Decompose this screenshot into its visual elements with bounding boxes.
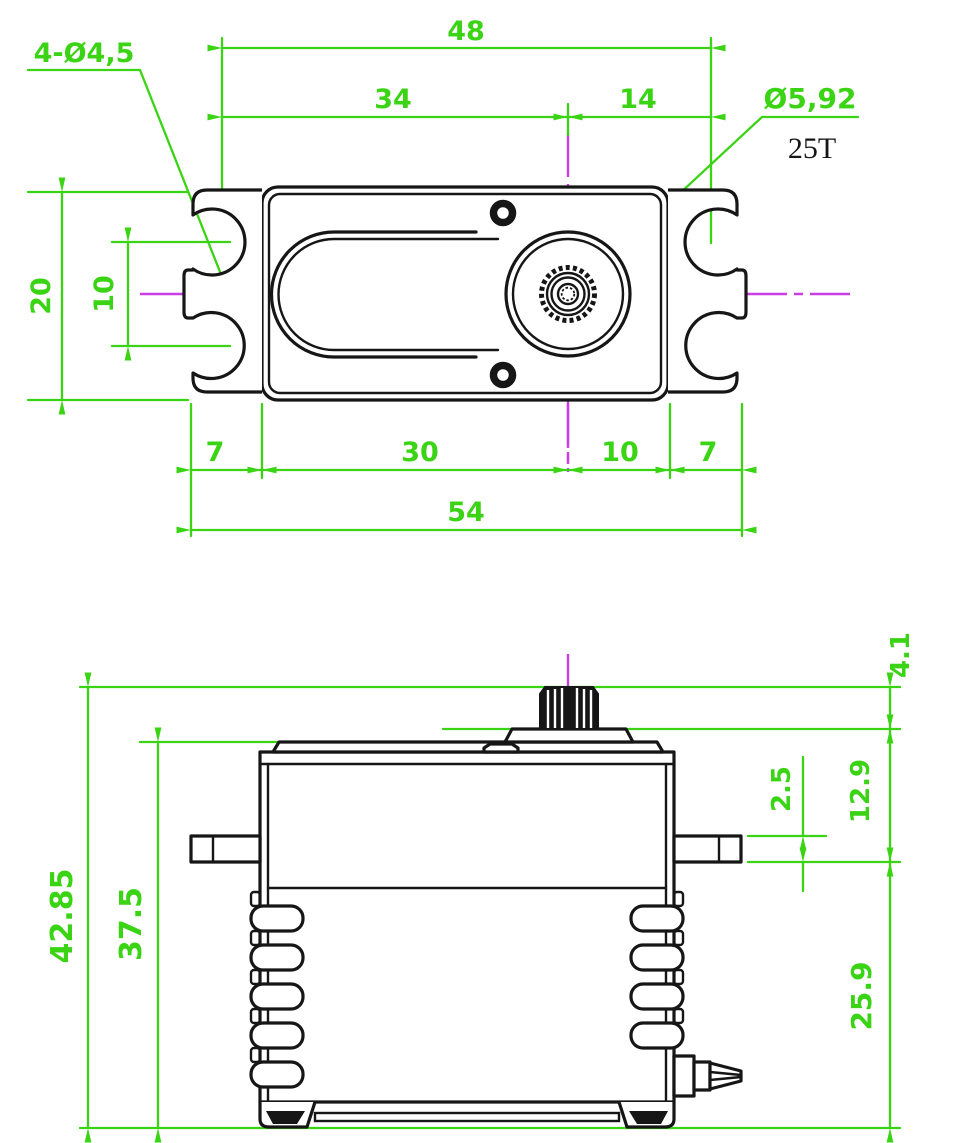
left-mounting-ear: [182, 188, 262, 394]
dim-label-42-85: 42.85: [45, 869, 80, 964]
shaft-boss: [503, 727, 635, 744]
case-screw-bottom: [489, 361, 517, 389]
case-outline: [258, 750, 676, 1104]
left-cooling-fins: [249, 890, 305, 1089]
cavity-outline-outer: [269, 230, 478, 359]
dim-label-25-9: 25.9: [845, 961, 878, 1030]
left-foot-pad: [266, 1111, 305, 1124]
dim-label-7-left: 7: [206, 437, 225, 468]
dimension-lines-side: [84, 672, 894, 1143]
dim-label-10-pitch: 10: [89, 275, 120, 313]
right-flange: [672, 834, 743, 864]
right-mounting-ear: [668, 188, 748, 394]
label-spline-teeth: 25T: [788, 132, 836, 165]
case-screw-top: [489, 199, 517, 227]
bore-serration-circle: [560, 286, 576, 302]
dim-label-12-9: 12.9: [846, 759, 876, 823]
spline-root-circle: [545, 271, 591, 317]
dim-label-34: 34: [374, 84, 412, 115]
leader-mount-holes: [26, 68, 230, 294]
dim-label-shaft-dia: Ø5,92: [764, 82, 857, 115]
shaft-bore-circle: [556, 282, 580, 306]
hub-boss-outer: [504, 230, 632, 358]
bottom-plate: [313, 1111, 621, 1123]
dim-label-48: 48: [447, 16, 485, 47]
dim-label-7-right: 7: [699, 437, 718, 468]
servo-body-outline: [260, 185, 670, 402]
top-view-geometry: [182, 185, 748, 402]
dimension-lines-top: [58, 44, 757, 534]
dim-label-14: 14: [619, 84, 657, 115]
dim-label-2-5: 2.5: [767, 766, 797, 812]
dim-label-mount-holes: 4-Ø4,5: [34, 38, 135, 69]
hub-boss-inner: [511, 237, 625, 351]
wire-connector: [672, 1054, 743, 1098]
servo-body-inner-line: [267, 192, 663, 395]
cavity-outline-inner: [277, 237, 500, 352]
dim-label-54: 54: [447, 497, 485, 528]
dim-label-4-1: 4.1: [886, 632, 916, 678]
spline-shaft-teeth-lines: [546, 688, 593, 728]
dim-label-30: 30: [401, 437, 439, 468]
spline-inner-circle: [550, 276, 586, 312]
spline-teeth-ring: [539, 265, 597, 323]
top-view: 48 34 14 4-Ø4,5 Ø5,92 25T 20 10 7 30 10 …: [26, 16, 860, 538]
cap-detail-tab: [482, 742, 520, 754]
right-foot-pad: [629, 1111, 668, 1124]
dim-label-20: 20: [26, 277, 57, 315]
side-view-geometry: [189, 686, 743, 1129]
dim-label-10-right: 10: [601, 437, 639, 468]
side-view: 42.85 37.5 4.1 12.9 2.5 25.9: [45, 632, 916, 1143]
right-cooling-fins: [629, 890, 685, 1050]
dim-label-37-5: 37.5: [114, 887, 149, 961]
left-flange: [189, 834, 262, 864]
